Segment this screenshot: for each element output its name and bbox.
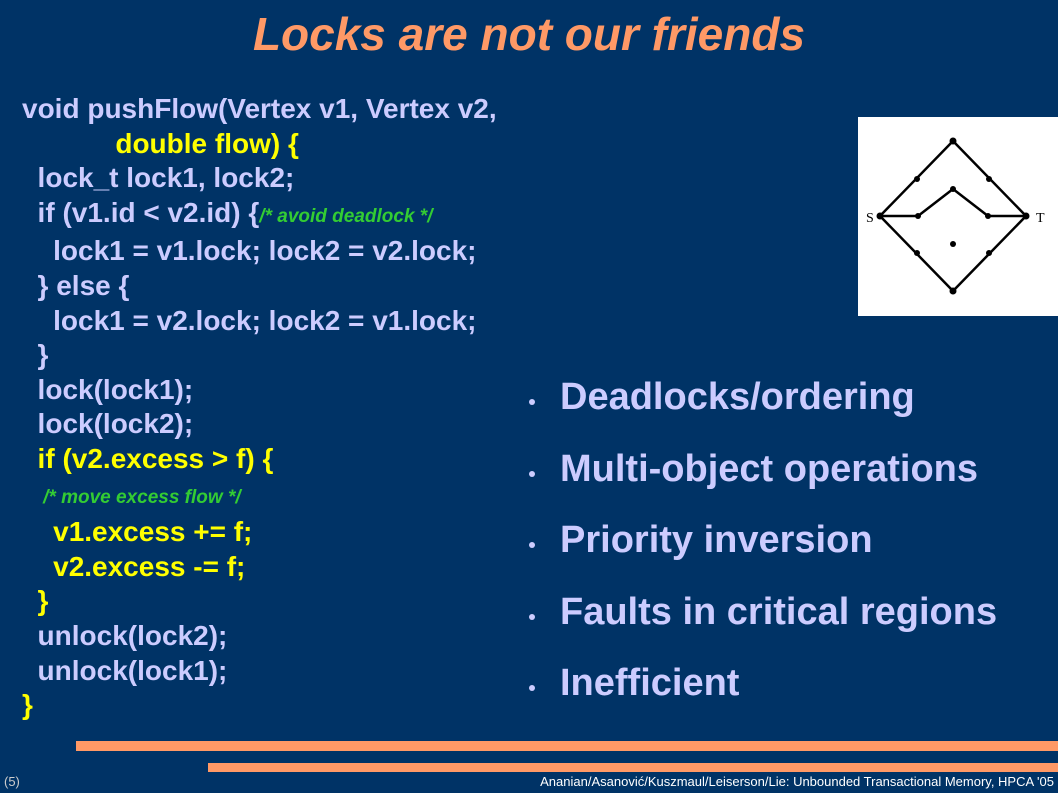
code-line: if (v1.id < v2.id) { bbox=[22, 196, 260, 228]
code-block: void pushFlow(Vertex v1, Vertex v2, doub… bbox=[22, 92, 497, 723]
code-comment: /* avoid deadlock */ bbox=[259, 205, 433, 227]
code-line: double flow) { bbox=[22, 127, 299, 159]
code-line: } bbox=[22, 585, 49, 617]
bullet-dot-icon bbox=[529, 613, 535, 620]
bullet-item: Multi-object operations bbox=[523, 434, 1058, 506]
bullet-dot-icon bbox=[529, 470, 535, 477]
code-comment-text: /* move excess flow */ bbox=[43, 486, 241, 508]
code-line: v1.excess += f; bbox=[22, 516, 253, 548]
slide-number: (5) bbox=[4, 774, 20, 789]
code-line: unlock(lock2); bbox=[22, 619, 228, 651]
flow-graph-figure: S T bbox=[858, 117, 1058, 316]
code-line: lock(lock2); bbox=[22, 408, 194, 440]
accent-bar-top bbox=[76, 741, 1058, 751]
bullet-dot-icon bbox=[529, 685, 535, 691]
slide-footer: Ananian/Asanović/Kuszmaul/Leiserson/Lie:… bbox=[540, 774, 1054, 789]
code-line: void pushFlow(Vertex v1, Vertex v2, bbox=[22, 93, 497, 124]
code-line: lock(lock1); bbox=[22, 373, 194, 405]
source-label: S bbox=[866, 211, 874, 226]
accent-bar-bottom bbox=[208, 763, 1058, 772]
slide-title: Locks are not our friends bbox=[252, 8, 806, 60]
bullet-item: Inefficient bbox=[523, 648, 1058, 720]
bullet-dot-icon bbox=[529, 542, 535, 548]
code-line: v2.excess -= f; bbox=[22, 550, 246, 582]
bullet-list: Deadlocks/ordering Multi-object operatio… bbox=[523, 362, 1058, 720]
code-line: if (v2.excess > f) { bbox=[22, 442, 274, 474]
code-line: } bbox=[22, 339, 49, 371]
code-line: } bbox=[22, 689, 33, 721]
code-line: } else { bbox=[22, 269, 130, 301]
flow-graph-diagram: S T bbox=[866, 137, 1045, 295]
bullet-dot-icon bbox=[529, 399, 535, 405]
code-line: lock1 = v2.lock; lock2 = v1.lock; bbox=[22, 304, 477, 336]
code-line: lock_t lock1, lock2; bbox=[22, 162, 295, 194]
bullet-item: Deadlocks/ordering bbox=[523, 362, 1058, 434]
bullet-item: Priority inversion bbox=[523, 505, 1058, 577]
code-line: unlock(lock1); bbox=[22, 654, 228, 686]
code-comment: /* move excess flow */ bbox=[22, 487, 241, 508]
bullet-item: Faults in critical regions bbox=[523, 577, 1058, 649]
sink-label: T bbox=[1036, 211, 1045, 226]
code-line: lock1 = v1.lock; lock2 = v2.lock; bbox=[22, 235, 477, 267]
